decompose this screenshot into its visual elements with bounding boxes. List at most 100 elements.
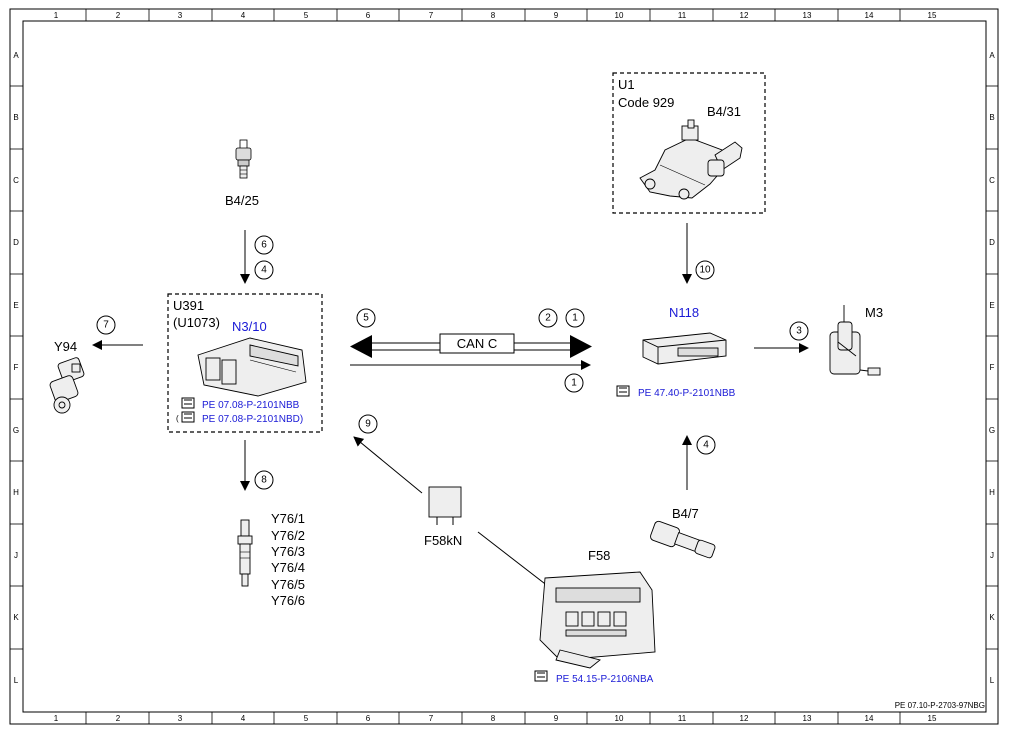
grid-column-label: 1: [54, 11, 59, 20]
n3-10-ref2-paren: (: [176, 414, 179, 423]
grid-column-label: 3: [178, 11, 183, 20]
grid-row-label: H: [989, 488, 995, 497]
grid-column-label: 10: [615, 11, 624, 20]
n118-ref-icon: [616, 385, 630, 397]
u1-label: U1: [618, 77, 635, 92]
callout-marker-6: 6: [254, 235, 274, 255]
grid-row-label: C: [989, 176, 995, 185]
grid-column-label: 1: [54, 714, 59, 723]
callout-marker-1: 1: [565, 308, 585, 328]
f58-ref: PE 54.15-P-2106NBA: [556, 674, 654, 685]
b4-25-sensor-icon: [235, 139, 252, 179]
callout-marker-9: 9: [358, 414, 378, 434]
svg-text:6: 6: [261, 240, 267, 251]
y94-label: Y94: [54, 339, 77, 354]
grid-row-label: B: [13, 113, 18, 122]
u1073-label: (U1073): [173, 315, 220, 330]
u1-code-label: Code 929: [618, 95, 674, 110]
u391-label: U391: [173, 298, 204, 313]
grid-row-label: G: [13, 426, 19, 435]
grid-row-label: H: [13, 488, 19, 497]
grid-column-label: 4: [241, 714, 246, 723]
callout-marker-4: 4: [254, 260, 274, 280]
b4-7-label: B4/7: [672, 506, 699, 521]
inner-frame: [22, 20, 987, 713]
grid-column-label: 2: [116, 11, 121, 20]
callout-markers: 6 4 7 5 2 1 1 3 10 9 8 4: [96, 235, 809, 490]
y76-1-label: Y76/1: [271, 511, 305, 526]
grid-row-label: F: [14, 363, 19, 372]
n3-10-ref1-icon: [181, 397, 195, 409]
grid-row-label: C: [13, 176, 19, 185]
grid-column-label: 13: [803, 11, 812, 20]
grid-row-label: L: [990, 676, 995, 685]
grid-column-label: 15: [928, 714, 937, 723]
svg-text:2: 2: [545, 313, 551, 324]
callout-marker-8: 8: [254, 470, 274, 490]
f58kn-label: F58kN: [424, 533, 462, 548]
grid-row-label: B: [989, 113, 994, 122]
grid-column-label: 6: [366, 714, 371, 723]
grid-column-label: 10: [615, 714, 624, 723]
svg-text:7: 7: [103, 320, 109, 331]
callout-marker-4: 4: [696, 435, 716, 455]
n118-label: N118: [669, 305, 699, 320]
grid-column-label: 6: [366, 11, 371, 20]
y76-6-label: Y76/6: [271, 593, 305, 608]
grid-column-label: 9: [554, 714, 559, 723]
grid-column-label: 8: [491, 11, 496, 20]
grid-row-label: D: [989, 238, 995, 247]
callout-marker-3: 3: [789, 321, 809, 341]
u1-box: [612, 72, 766, 214]
f58-label: F58: [588, 548, 610, 563]
y76-3-label: Y76/3: [271, 544, 305, 559]
grid-column-label: 12: [740, 714, 749, 723]
grid-row-label: F: [990, 363, 995, 372]
m3-label: M3: [865, 305, 883, 320]
f58kn-to-n3-10-arrow: [353, 436, 423, 494]
y76-glow-plug-icon: [237, 519, 253, 587]
callout-marker-2: 2: [538, 308, 558, 328]
callout-marker-7: 7: [96, 315, 116, 335]
svg-text:8: 8: [261, 475, 267, 486]
svg-text:4: 4: [261, 265, 267, 276]
svg-text:3: 3: [796, 326, 802, 337]
grid-row-label: K: [989, 613, 995, 622]
grid-row-label: D: [13, 238, 19, 247]
grid-column-label: 14: [865, 11, 874, 20]
grid-row-label: L: [14, 676, 19, 685]
n118-ref: PE 47.40-P-2101NBB: [638, 388, 736, 399]
grid-column-label: 9: [554, 11, 559, 20]
grid-column-label: 4: [241, 11, 246, 20]
grid-column-label: 15: [928, 11, 937, 20]
callout-marker-10: 10: [695, 260, 715, 280]
u391-box: [167, 293, 323, 433]
y76-labels: Y76/1 Y76/2 Y76/3 Y76/4 Y76/5 Y76/6: [271, 511, 305, 608]
y94-valve-icon: [49, 357, 85, 414]
m3-pump-icon: [829, 305, 881, 376]
grid-column-label: 7: [429, 714, 434, 723]
grid-column-label: 5: [304, 11, 309, 20]
can-c-label: CAN C: [457, 336, 497, 351]
grid-column-label: 13: [803, 714, 812, 723]
grid-row-label: E: [989, 301, 994, 310]
grid-column-label: 12: [740, 11, 749, 20]
n3-10-ecu-icon: [197, 337, 307, 397]
can-c-bus: CAN C: [350, 333, 592, 358]
b4-31-label: B4/31: [707, 104, 741, 119]
grid-row-label: A: [13, 51, 19, 60]
f58-ref-icon: [534, 670, 548, 682]
grid-labels: 1122334455667788991010111112121313141415…: [13, 11, 995, 723]
outer-frame: [9, 8, 999, 725]
grid-column-label: 2: [116, 714, 121, 723]
svg-text:1: 1: [571, 378, 577, 389]
n3-10-ref2: PE 07.08-P-2101NBD): [202, 414, 303, 425]
grid-ticks: [10, 9, 998, 724]
callout-marker-5: 5: [356, 308, 376, 328]
b4-7-sensor-icon: [650, 520, 716, 559]
grid-column-label: 3: [178, 714, 183, 723]
svg-text:10: 10: [699, 265, 711, 276]
grid-column-label: 5: [304, 714, 309, 723]
n3-10-label: N3/10: [232, 319, 267, 334]
